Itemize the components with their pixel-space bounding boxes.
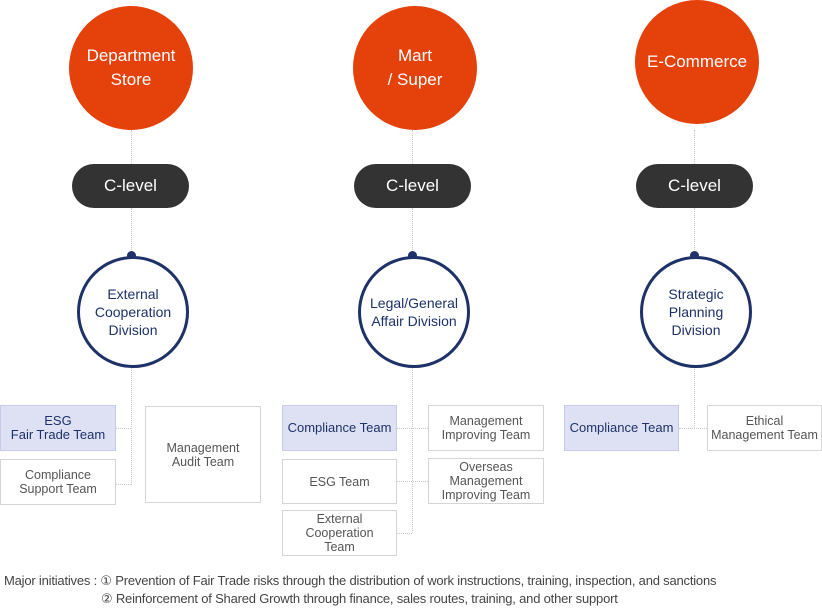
team-label: External Cooperation Team	[305, 512, 374, 554]
team-label: Management Improving Team	[441, 414, 531, 442]
team-ethical-management: Ethical Management Team	[707, 405, 822, 451]
c-level-badge: C-level	[72, 164, 189, 208]
c-level-badge: C-level	[636, 164, 753, 208]
connector-dot	[690, 251, 699, 260]
division-label: Strategic Planning Division	[668, 286, 724, 338]
team-label: Ethical Management Team	[711, 414, 818, 442]
connector-line	[412, 130, 413, 164]
division-label: External Cooperation Division	[94, 286, 172, 338]
major-initiatives-line-2: ② Reinforcement of Shared Growth through…	[101, 591, 618, 606]
team-external-cooperation: External Cooperation Team	[282, 510, 397, 556]
connector-dot	[127, 251, 136, 260]
team-management-audit: Management Audit Team	[145, 406, 261, 503]
org-label: Department Store	[86, 46, 176, 89]
c-level-label: C-level	[104, 176, 157, 195]
connector-line	[694, 208, 695, 256]
connector-line	[396, 428, 428, 429]
org-label: Mart / Super	[387, 46, 443, 89]
c-level-badge: C-level	[354, 164, 471, 208]
team-compliance-support: Compliance Support Team	[0, 459, 116, 505]
team-label: Compliance Team	[287, 420, 392, 435]
team-compliance: Compliance Team	[282, 405, 397, 451]
team-label: Overseas Management Improving Team	[441, 460, 531, 502]
org-label: E-Commerce	[646, 52, 748, 71]
team-compliance: Compliance Team	[564, 405, 679, 451]
team-esg-fair-trade: ESG Fair Trade Team	[0, 405, 116, 451]
c-level-label: C-level	[386, 176, 439, 195]
org-department-store: Department Store	[69, 6, 193, 130]
connector-line	[116, 428, 131, 429]
team-label: ESG Fair Trade Team	[10, 413, 106, 442]
connector-line	[679, 428, 707, 429]
connector-line	[412, 208, 413, 256]
team-management-improving: Management Improving Team	[428, 405, 544, 451]
team-label: Compliance Support Team	[19, 468, 97, 496]
org-e-commerce: E-Commerce	[635, 0, 759, 124]
division-label: Legal/General Affair Division	[370, 295, 458, 329]
c-level-label: C-level	[668, 176, 721, 195]
team-label: ESG Team	[309, 474, 370, 489]
team-overseas-management-improving: Overseas Management Improving Team	[428, 458, 544, 504]
connector-line	[412, 365, 413, 533]
major-initiatives-line-1: Major initiatives : ① Prevention of Fair…	[4, 573, 717, 588]
connector-dot	[408, 251, 417, 260]
connector-line	[131, 208, 132, 256]
division-strategic-planning: Strategic Planning Division	[640, 256, 752, 368]
connector-line	[116, 484, 131, 485]
division-external-cooperation: External Cooperation Division	[77, 256, 189, 368]
team-label: Compliance Team	[569, 420, 674, 435]
connector-line	[131, 130, 132, 164]
team-label: Management Audit Team	[166, 440, 240, 469]
connector-line	[396, 533, 412, 534]
org-mart-super: Mart / Super	[353, 6, 477, 130]
connector-line	[694, 130, 695, 164]
connector-line	[131, 365, 132, 485]
connector-line	[694, 365, 695, 428]
connector-line	[396, 481, 428, 482]
division-legal-general-affair: Legal/General Affair Division	[358, 256, 470, 368]
team-esg: ESG Team	[282, 459, 397, 504]
